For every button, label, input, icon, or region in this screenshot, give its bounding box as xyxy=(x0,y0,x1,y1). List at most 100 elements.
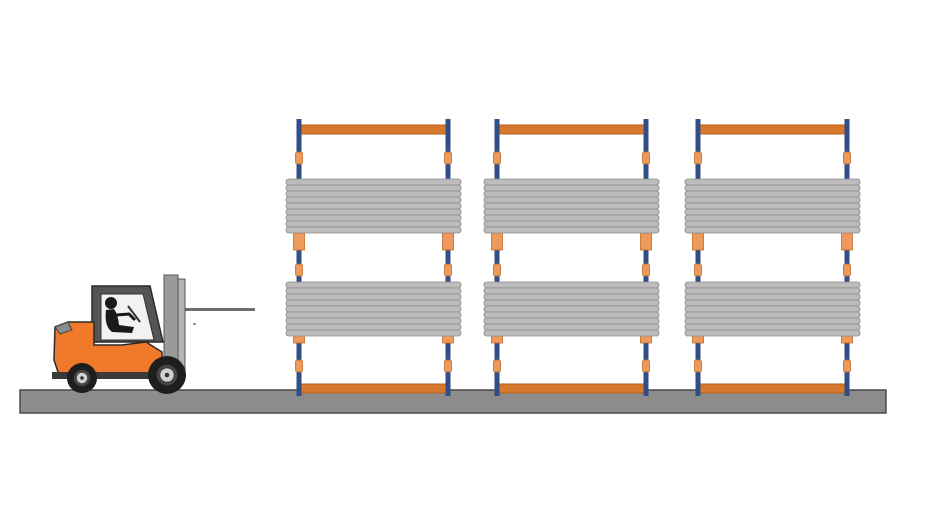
rack-upright xyxy=(695,119,701,396)
board xyxy=(684,226,861,234)
board xyxy=(684,281,861,289)
top-beam xyxy=(498,124,645,135)
board xyxy=(684,196,861,204)
counterweight-top xyxy=(54,321,73,335)
board xyxy=(285,311,462,319)
board xyxy=(285,220,462,228)
steering-column xyxy=(127,305,141,323)
board xyxy=(483,311,660,319)
board xyxy=(684,184,861,192)
board xyxy=(684,202,861,210)
bottom-beam xyxy=(498,383,645,394)
board xyxy=(483,287,660,295)
board xyxy=(285,329,462,337)
rack-connector xyxy=(444,359,452,373)
rack-connector xyxy=(642,263,650,277)
top-beam xyxy=(300,124,447,135)
fork-tip xyxy=(193,323,196,325)
support-block xyxy=(442,232,454,251)
rack-connector xyxy=(493,263,501,277)
board xyxy=(285,323,462,331)
board xyxy=(483,202,660,210)
board xyxy=(483,196,660,204)
cantilever-rack-icon xyxy=(285,119,462,396)
board xyxy=(483,190,660,198)
board xyxy=(684,311,861,319)
support-block xyxy=(640,232,652,251)
board xyxy=(285,281,462,289)
rack-connector xyxy=(843,263,851,277)
board xyxy=(285,190,462,198)
rack-upright xyxy=(494,119,500,396)
board xyxy=(483,184,660,192)
board-stack-icon xyxy=(483,178,660,234)
rack-upright xyxy=(445,119,451,396)
board xyxy=(483,299,660,307)
cantilever-rack-icon xyxy=(684,119,861,396)
board xyxy=(285,196,462,204)
board xyxy=(684,178,861,186)
board-stack-icon xyxy=(684,178,861,234)
board xyxy=(483,323,660,331)
rack-connector xyxy=(642,151,650,165)
rack-connector xyxy=(642,359,650,373)
board xyxy=(285,317,462,325)
board xyxy=(483,208,660,216)
board xyxy=(285,226,462,234)
rack-connector xyxy=(843,359,851,373)
board xyxy=(483,329,660,337)
board xyxy=(285,293,462,301)
support-block xyxy=(293,232,305,251)
board xyxy=(684,317,861,325)
board xyxy=(684,293,861,301)
rack-connector xyxy=(295,263,303,277)
rack-connector xyxy=(694,263,702,277)
rack-connector xyxy=(694,151,702,165)
board xyxy=(483,305,660,313)
cantilever-rack-icon xyxy=(483,119,660,396)
board xyxy=(285,178,462,186)
support-block xyxy=(692,232,704,251)
rack-connector xyxy=(295,359,303,373)
board xyxy=(285,299,462,307)
rack-upright xyxy=(643,119,649,396)
rack-connector xyxy=(444,263,452,277)
board-stack-icon xyxy=(684,281,861,337)
support-block xyxy=(841,232,853,251)
board-stack-icon xyxy=(483,281,660,337)
top-beam xyxy=(699,124,846,135)
rack-upright xyxy=(296,119,302,396)
rack-connector xyxy=(493,359,501,373)
rack-connector xyxy=(295,151,303,165)
board xyxy=(483,293,660,301)
rack-connector xyxy=(444,151,452,165)
board-stack-icon xyxy=(285,281,462,337)
board xyxy=(285,214,462,222)
board xyxy=(684,299,861,307)
board xyxy=(684,214,861,222)
rear-wheel-icon xyxy=(67,363,97,393)
chassis xyxy=(52,372,164,379)
floor-slab xyxy=(19,389,887,414)
board xyxy=(684,220,861,228)
board xyxy=(285,305,462,313)
board xyxy=(285,184,462,192)
rack-row xyxy=(285,119,861,396)
board xyxy=(684,287,861,295)
bottom-beam xyxy=(300,383,447,394)
front-wheel-icon xyxy=(148,356,186,394)
board xyxy=(483,220,660,228)
board xyxy=(483,317,660,325)
forklift-icon xyxy=(52,274,255,394)
board xyxy=(285,202,462,210)
board xyxy=(483,214,660,222)
board xyxy=(483,226,660,234)
board xyxy=(684,329,861,337)
rack-connector xyxy=(843,151,851,165)
board xyxy=(285,208,462,216)
fork xyxy=(183,308,255,311)
board xyxy=(684,323,861,331)
board xyxy=(684,305,861,313)
board xyxy=(684,208,861,216)
